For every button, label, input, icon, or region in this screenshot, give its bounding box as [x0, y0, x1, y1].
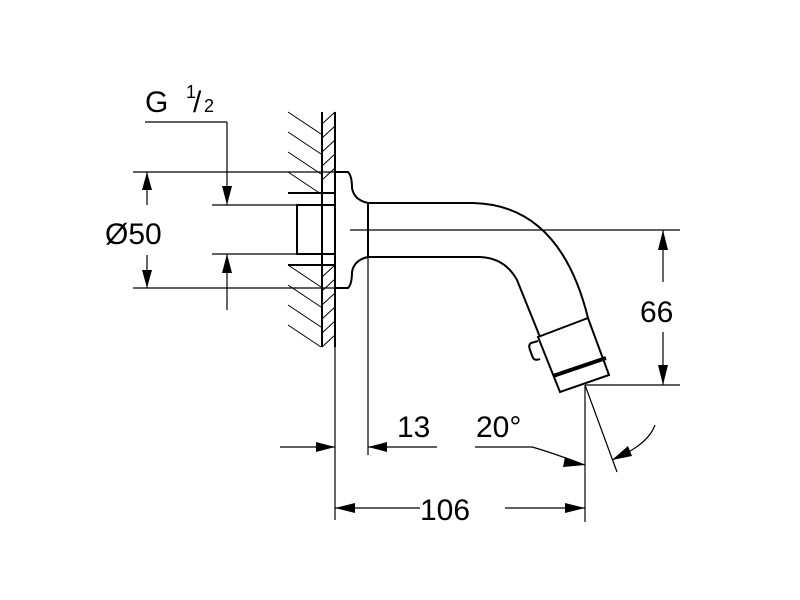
- hatch-line: [287, 131, 322, 155]
- offset-label: 13: [397, 411, 430, 444]
- hatch-line: [287, 264, 322, 288]
- svg-text:1: 1: [186, 82, 196, 102]
- hatch-line: [287, 151, 322, 175]
- hatch-line: [321, 167, 336, 181]
- hatch-line: [321, 125, 336, 139]
- svg-text:G: G: [145, 86, 168, 119]
- hatch-line: [321, 153, 336, 167]
- aerator-nozzle: [536, 316, 611, 394]
- hatch-line: [321, 320, 336, 334]
- svg-text:2: 2: [204, 96, 214, 116]
- hatch-line: [321, 111, 336, 125]
- hatch-line: [287, 304, 322, 328]
- hatch-line: [287, 324, 322, 348]
- hatch-line: [287, 111, 322, 135]
- thread-stub: [296, 204, 336, 255]
- svg-text:/: /: [193, 86, 202, 119]
- length-label: 106: [420, 494, 470, 527]
- hatch-line: [321, 278, 336, 292]
- hatch-line: [321, 334, 336, 348]
- hatch-line: [287, 171, 322, 195]
- hatch-line: [321, 139, 336, 153]
- thread-label: G 1 / 2: [145, 82, 214, 119]
- diameter-label: Ø50: [105, 218, 162, 251]
- wall-section: [287, 111, 336, 348]
- hatch-line: [321, 264, 336, 278]
- hatch-line: [321, 292, 336, 306]
- spout-body: [368, 202, 589, 319]
- hatch-line: [321, 306, 336, 320]
- hatch-line: [287, 284, 322, 308]
- angle-label: 20°: [476, 411, 521, 444]
- height-label: 66: [640, 296, 673, 329]
